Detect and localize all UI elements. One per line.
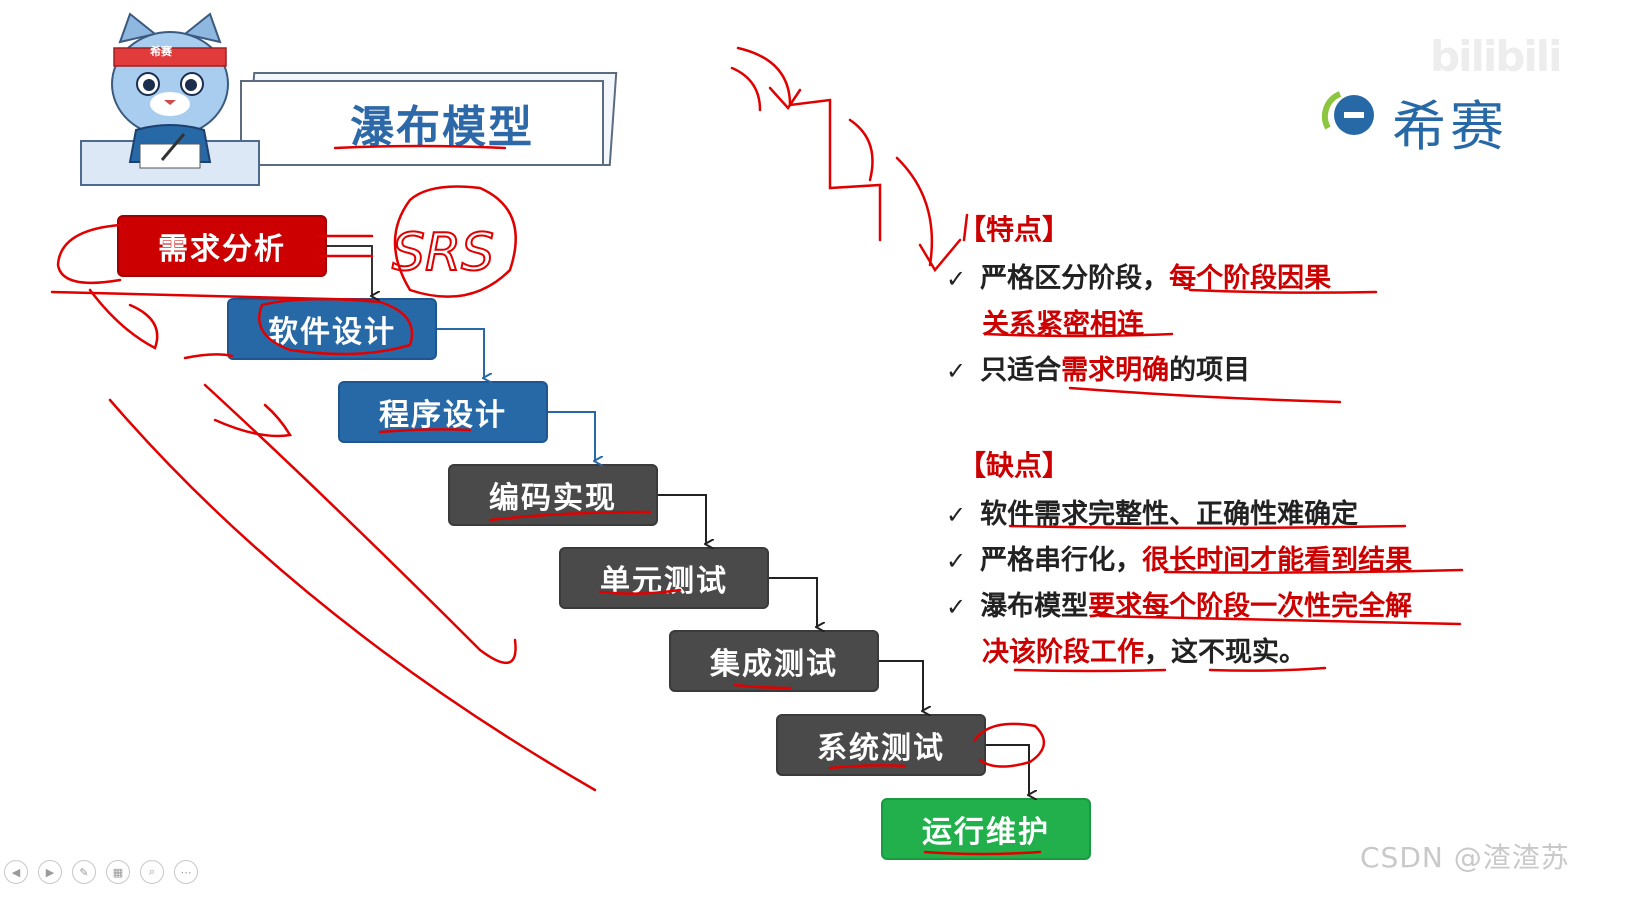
feature-item: ✓严格区分阶段，每个阶段因果 <box>946 263 1332 294</box>
step-operation-maintenance: 运行维护 <box>881 798 1091 860</box>
page-title: 瀑布模型 <box>350 102 534 153</box>
feature-item-cont: 关系紧密相连 <box>982 309 1144 340</box>
check-icon: ✓ <box>946 265 967 293</box>
slides-grid-icon[interactable]: ▦ <box>106 860 130 884</box>
drawbacks-heading: 【缺点】 <box>958 449 1071 482</box>
step-requirements-analysis: 需求分析 <box>117 215 327 277</box>
check-icon: ✓ <box>946 547 967 575</box>
drawback-item: ✓软件需求完整性、正确性难确定 <box>946 499 1359 530</box>
step-unit-test: 单元测试 <box>559 547 769 609</box>
watermark-csdn: CSDN @渣渣苏 <box>1360 841 1570 874</box>
check-icon: ✓ <box>946 357 967 385</box>
step-label: 运行维护 <box>922 815 1050 850</box>
step-program-design: 程序设计 <box>338 381 548 443</box>
feature-item: ✓只适合需求明确的项目 <box>946 355 1251 386</box>
more-icon[interactable]: ⋯ <box>174 860 198 884</box>
brand-logo-icon <box>1321 91 1374 135</box>
pen-icon[interactable]: ✎ <box>72 860 96 884</box>
step-label: 需求分析 <box>158 232 286 267</box>
mascot-badge: 希赛 <box>150 45 172 58</box>
mascot-cat-icon <box>111 12 229 169</box>
step-integration-test: 集成测试 <box>669 630 879 692</box>
check-icon: ✓ <box>946 501 967 529</box>
step-label: 系统测试 <box>817 731 945 766</box>
brand-name: 希赛 <box>1392 95 1508 158</box>
prev-slide-icon[interactable]: ◀ <box>4 860 28 884</box>
slide-toolbar: ◀ ▶ ✎ ▦ ⌕ ⋯ <box>4 860 198 884</box>
title-banner: 瀑布模型 <box>240 80 604 166</box>
check-icon: ✓ <box>946 593 967 621</box>
srs-annotation: SRS <box>392 223 494 283</box>
next-slide-icon[interactable]: ▶ <box>38 860 62 884</box>
step-coding: 编码实现 <box>448 464 658 526</box>
step-label: 程序设计 <box>379 398 507 433</box>
drawback-item-cont: 决该阶段工作，这不现实。 <box>982 637 1306 668</box>
features-heading: 【特点】 <box>958 213 1071 246</box>
zoom-icon[interactable]: ⌕ <box>140 860 164 884</box>
step-label: 编码实现 <box>489 481 617 516</box>
drawback-item: ✓瀑布模型要求每个阶段一次性完全解 <box>946 591 1413 622</box>
drawback-item: ✓严格串行化，很长时间才能看到结果 <box>946 545 1413 576</box>
step-label: 集成测试 <box>710 647 838 682</box>
step-label: 软件设计 <box>268 315 396 350</box>
watermark-bilibili: bilibili <box>1430 32 1563 81</box>
